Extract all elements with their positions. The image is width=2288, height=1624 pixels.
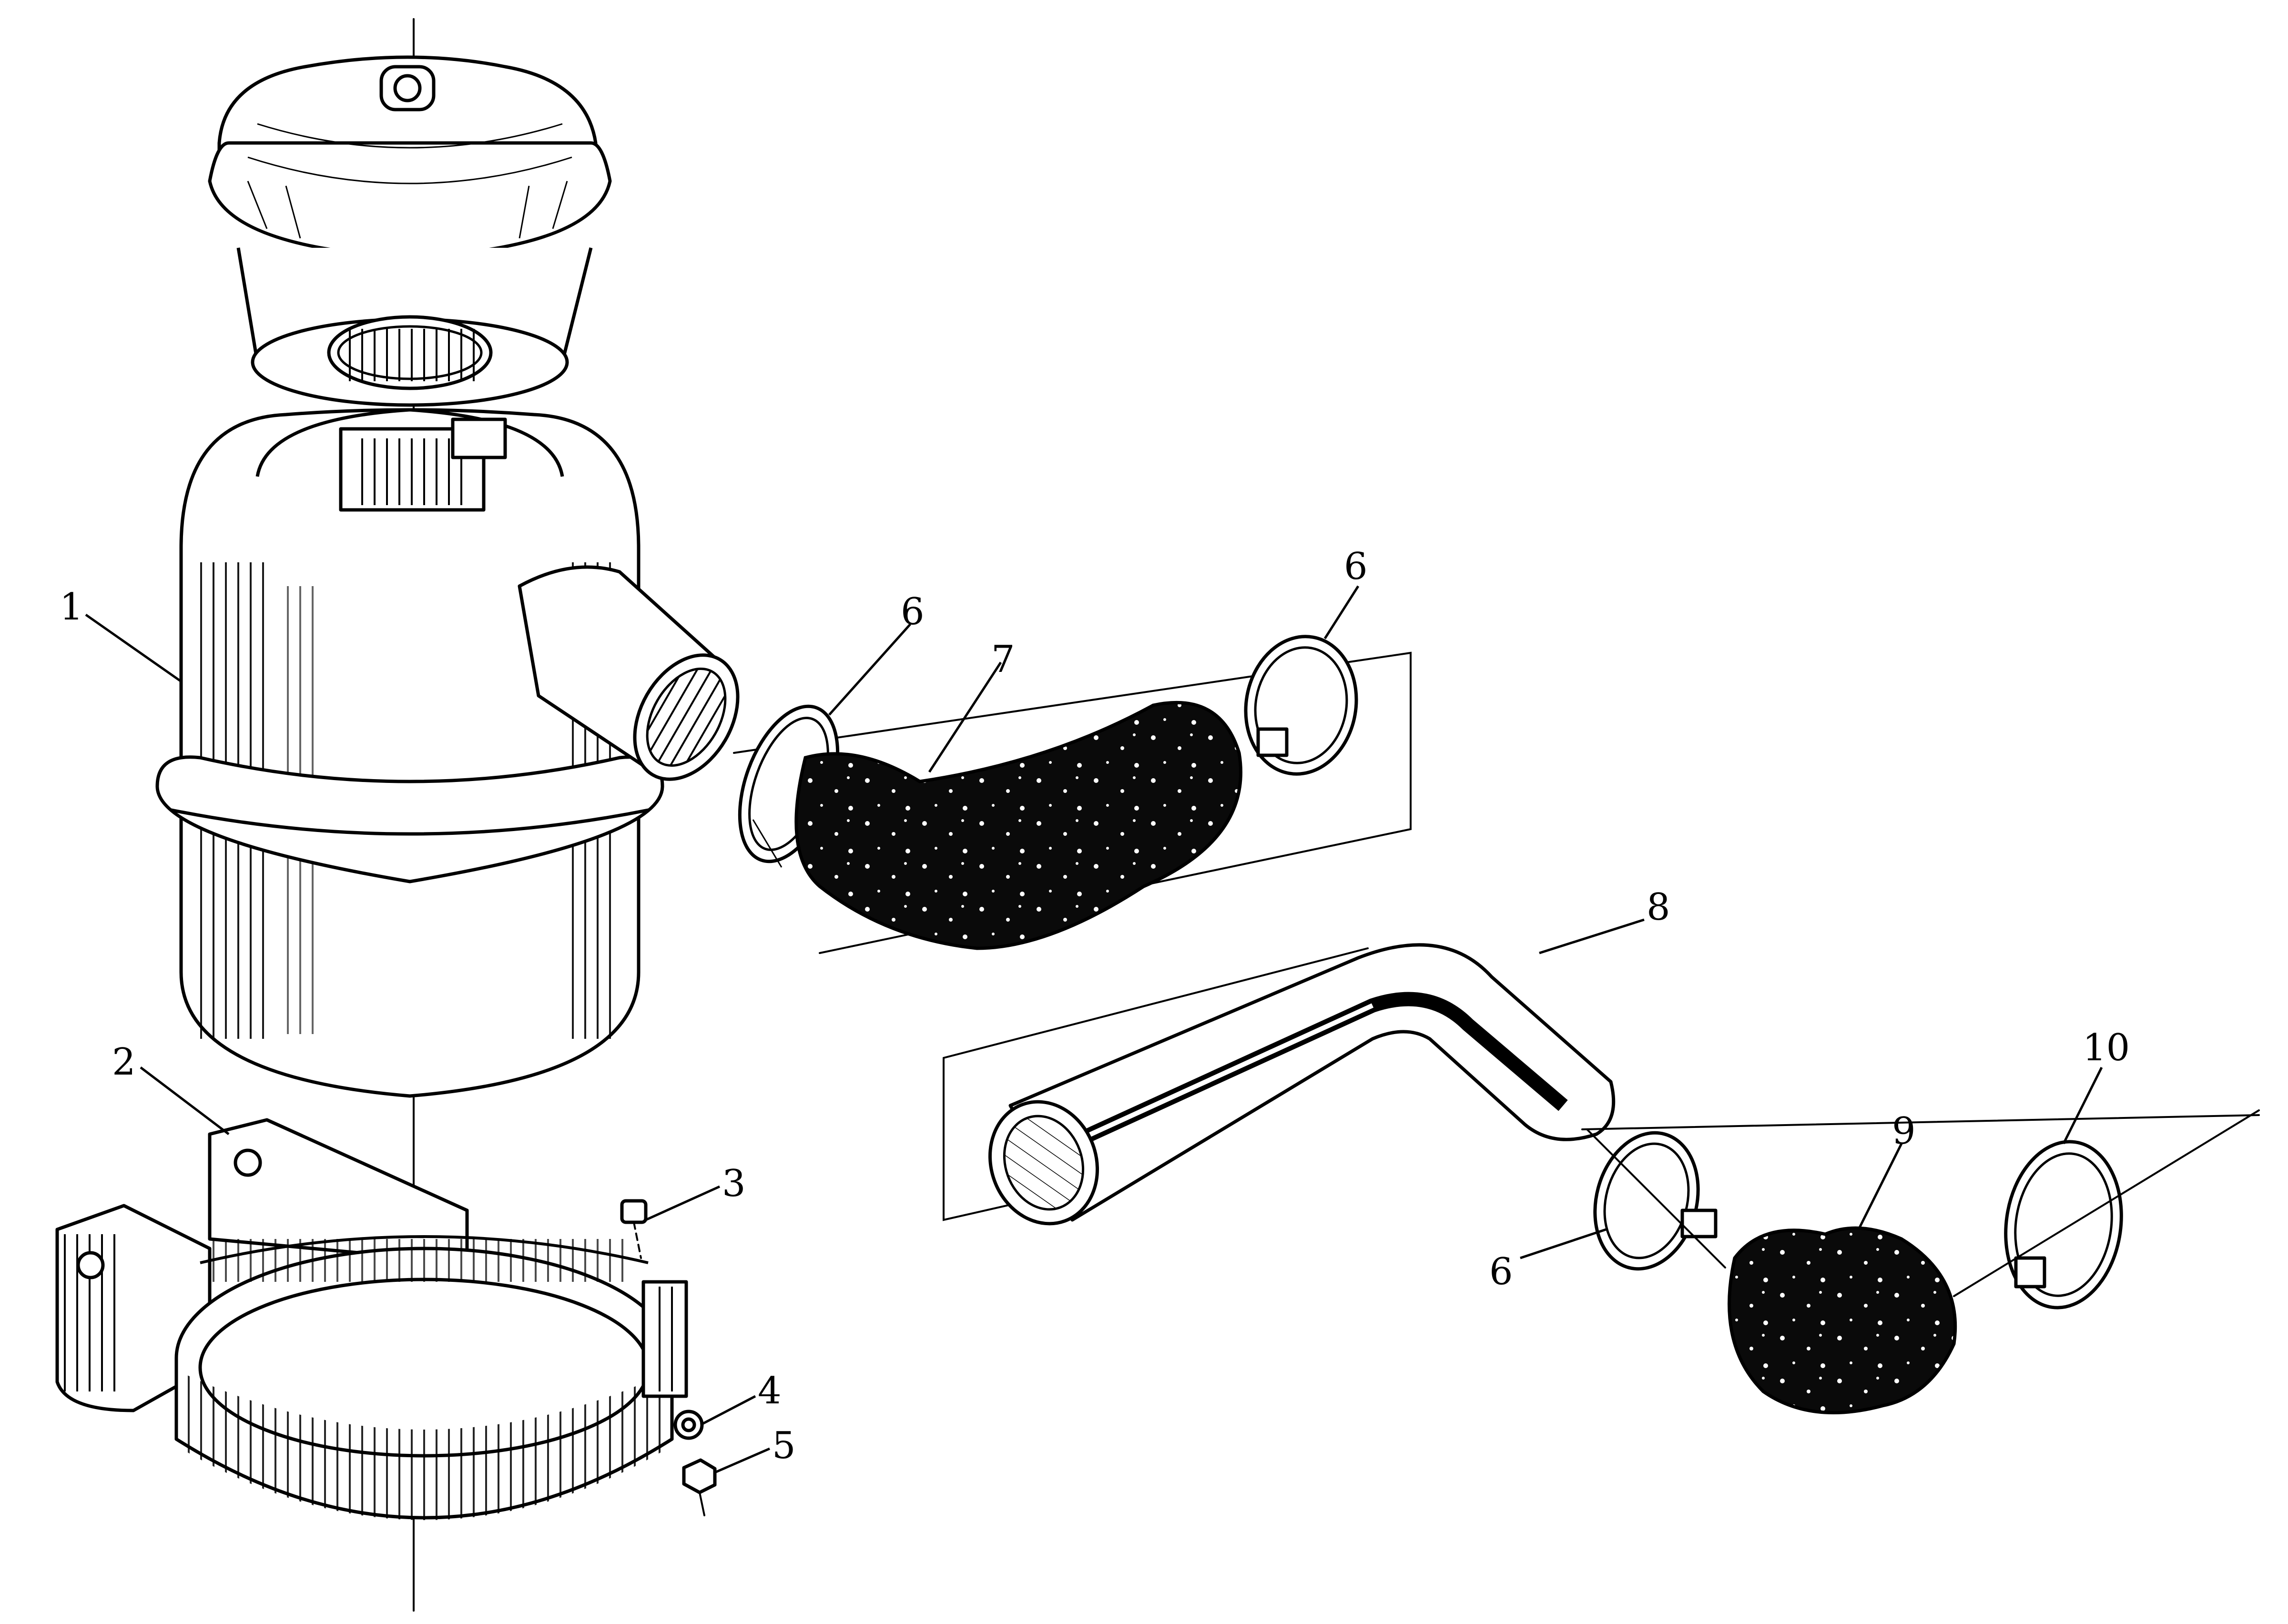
hose-clamp-10 [2004,1140,2123,1309]
callout-6-lower: 6 [1489,1250,1513,1293]
hose-clamp-upper-right [1244,635,1358,776]
callout-2: 2 [112,1041,136,1084]
washer [673,1410,704,1440]
callout-5: 5 [772,1424,796,1467]
callout-7: 7 [991,638,1015,681]
air-cleaner-body [155,408,740,1098]
callout-8: 8 [1647,886,1670,929]
callout-9: 9 [1892,1110,1916,1153]
nut [682,1458,717,1516]
lower-axis-line [1581,1114,2260,1130]
lower-axis-line-3 [1953,1109,2260,1297]
rubber-hose-elbow-upper [794,700,1242,950]
leader-lines [85,585,2103,1474]
precleaner-cap [208,55,612,259]
air-cleaner-assembly [155,55,740,1098]
precleaner-bowl [236,247,593,407]
callout-10: 10 [2083,1026,2130,1069]
callout-4: 4 [758,1370,782,1412]
lower-axis-line-2 [1586,1128,1726,1269]
callout-6-upper-left: 6 [901,590,925,633]
rigid-intake-pipe [988,943,1616,1226]
callout-1: 1 [60,586,83,629]
callout-3: 3 [722,1162,746,1205]
hose-clamp-lower-left [1593,1131,1718,1271]
mounting-band [174,1235,688,1520]
mounting-bracket [55,1118,469,1412]
callout-6-upper-right: 6 [1344,545,1368,588]
rubber-hose-elbow-lower [1728,1226,1957,1415]
bolt [620,1199,648,1259]
